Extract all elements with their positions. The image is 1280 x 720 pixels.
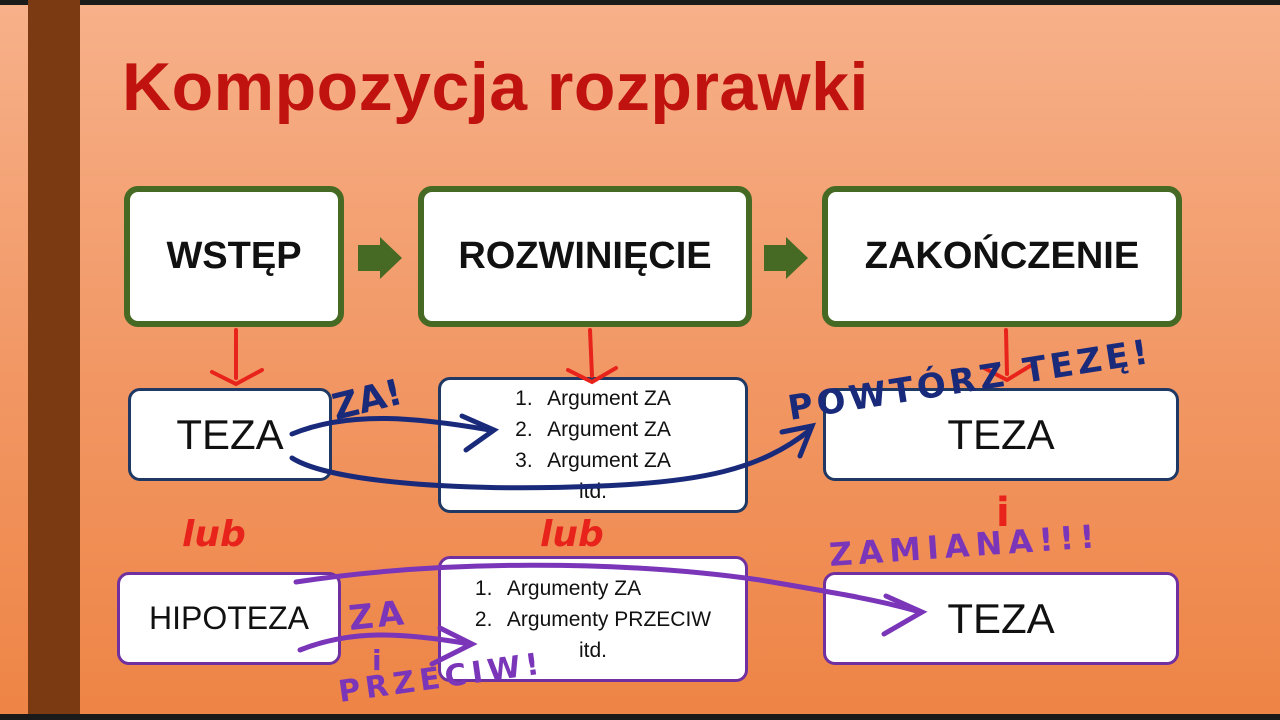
row2-list-more: itd.	[578, 638, 607, 662]
stage-body-label: ROZWINIĘCIE	[458, 235, 712, 277]
bottom-frame-line	[0, 714, 1280, 720]
za-top-note: ZA!	[328, 372, 406, 429]
lub-mid-note: lub	[540, 514, 604, 555]
row1-teza-label: TEZA	[176, 410, 284, 458]
row2-arguments-box: 1.Argumenty ZA 2.Argumenty PRZECIW itd.	[438, 556, 748, 682]
row2-argument-list: 1.Argumenty ZA 2.Argumenty PRZECIW	[475, 573, 711, 635]
row2-conclusion-teza-label: TEZA	[947, 594, 1055, 642]
down-arrow-icon	[566, 328, 618, 385]
row1-teza-box: TEZA	[128, 388, 332, 481]
list-item: 1.Argument ZA	[515, 387, 671, 410]
lub-left-note: lub	[182, 514, 246, 555]
row2-hipoteza-box: HIPOTEZA	[117, 572, 341, 665]
row1-conclusion-teza-label: TEZA	[947, 410, 1055, 458]
list-item: 1.Argumenty ZA	[474, 576, 642, 600]
list-item: 3.Argument ZA	[515, 449, 671, 472]
row2-conclusion-teza-box: TEZA	[823, 572, 1179, 665]
row1-arguments-box: 1.Argument ZA 2.Argument ZA 3.Argument Z…	[438, 377, 748, 513]
i-small-note: i	[372, 644, 382, 677]
stage-intro-box: WSTĘP	[124, 186, 344, 327]
row1-list-more: itd.	[578, 480, 607, 503]
i-note: i	[996, 490, 1010, 536]
zamiana-note: ZAMIANA!!!	[828, 517, 1102, 574]
list-item: 2.Argumenty PRZECIW	[474, 607, 712, 631]
top-frame-line	[0, 0, 1280, 5]
stage-conclusion-box: ZAKOŃCZENIE	[822, 186, 1182, 327]
list-item: 2.Argument ZA	[515, 418, 671, 441]
stage-conclusion-label: ZAKOŃCZENIE	[864, 235, 1140, 277]
stage-intro-label: WSTĘP	[166, 235, 302, 277]
row1-conclusion-teza-box: TEZA	[823, 388, 1179, 481]
za-bottom-note: ZA	[347, 593, 410, 639]
down-arrow-icon	[982, 328, 1032, 383]
row2-hipoteza-label: HIPOTEZA	[148, 600, 309, 636]
down-arrow-icon	[210, 328, 264, 387]
stage-body-box: ROZWINIĘCIE	[418, 186, 752, 327]
slide-title: Kompozycja rozprawki	[122, 49, 869, 125]
row1-argument-list: 1.Argument ZA 2.Argument ZA 3.Argument Z…	[515, 383, 671, 476]
left-accent-bar	[28, 0, 80, 720]
